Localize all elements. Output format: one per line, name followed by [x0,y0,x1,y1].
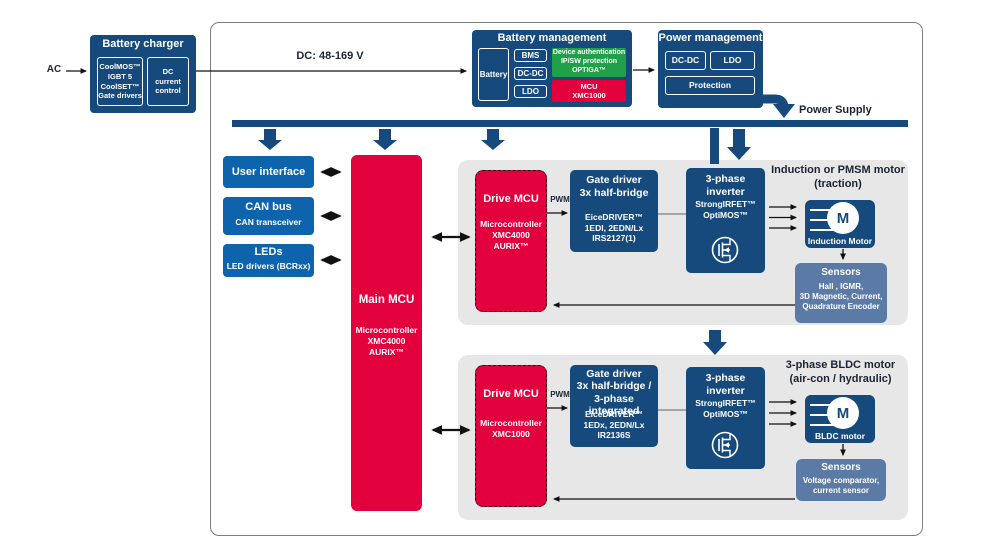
sensors-title: Sensors [821,267,861,278]
power-supply-bus [232,120,908,355]
down-block-arrow-icon [481,129,505,150]
winding-line [810,209,836,211]
leds-subtitle: LED drivers (BCRxx) [226,261,311,271]
sensors-subtitle: Voltage comparator, current sensor [802,476,880,495]
power-management-box: Power management DC-DC LDO Protection [658,30,763,108]
can-bus-title: CAN bus [245,201,292,213]
power-drop-bar [710,128,719,164]
motor-label: Induction Motor [807,236,873,246]
can-bus-box: CAN bus CAN transceiver [223,197,314,235]
sensors-box-bldc: Sensors Voltage comparator, current sens… [796,459,886,501]
motor-icon: M [827,202,859,234]
inverter-title: 3-phase inverter [705,173,746,199]
winding-line [810,219,836,221]
motor-box-traction: M Induction Motor [805,200,875,248]
drive-mcu-title: Drive MCU [483,388,539,400]
winding-line [810,424,836,426]
traction-heading: Induction or PMSM motor (traction) [771,164,905,191]
bidirectional-arrows [320,167,471,435]
pwm-label-traction: PWM [550,195,570,204]
charger-switches-box: CoolMOS™ IGBT 5 CoolSET™ Gate drivers [97,57,143,106]
power-supply-label: Power Supply [799,104,872,116]
mosfet-icon [711,236,739,264]
sensors-box-traction: Sensors Hall , IGMR, 3D Magnetic, Curren… [795,263,887,323]
main-mcu-title: Main MCU [358,294,415,306]
leds-box: LEDs LED drivers (BCRxx) [223,244,314,277]
drive-mcu-title: Drive MCU [483,193,539,205]
motor-icon: M [827,397,859,429]
sensors-subtitle: Hall , IGMR, 3D Magnetic, Current, Quadr… [799,282,883,311]
gate-driver-title: Gate driver 3x half-bridge / 3-phase int… [576,368,652,418]
inverter-subtitle: StrongIRFET™ OptiMOS™ [695,199,756,220]
down-block-arrow-icon [373,129,397,150]
gate-driver-subtitle: EiceDRIVER™ 1EDx, 2EDN/Lx IR2136S [583,409,645,441]
power-management-to-bus-arrow [756,94,795,118]
mosfet-icon [711,431,739,459]
down-block-arrow-icon [727,129,751,160]
gate-driver-box-bldc: Gate driver 3x half-bridge / 3-phase int… [570,365,658,447]
down-block-arrow-icon [258,129,282,150]
pm-dcdc-box: DC-DC [665,51,706,70]
inverter-box-bldc: 3-phase inverter StrongIRFET™ OptiMOS™ [686,367,765,469]
can-bus-subtitle: CAN transceiver [235,217,302,227]
dc-link-label: DC: 48-169 V [296,50,364,62]
gate-driver-box-traction: Gate driver 3x half-bridge EiceDRIVER™ 1… [570,170,658,252]
inverter-title: 3-phase inverter [705,372,746,398]
sensors-title: Sensors [821,462,861,473]
driver-to-inverter-links [658,213,686,411]
inverter-subtitle: StrongIRFET™ OptiMOS™ [695,398,756,419]
battery-box: Battery [478,48,509,101]
protection-box: Protection [665,76,755,95]
winding-line [810,404,836,406]
battery-management-box: Battery management Battery BMS DC-DC LDO… [472,30,632,107]
device-authentication-box: Device authentication IP/SW protection O… [552,48,626,77]
drive-mcu-subtitle: Microcontroller XMC1000 [480,418,542,440]
drive-mcu-subtitle: Microcontroller XMC4000 AURIX™ [480,219,542,252]
motor-box-bldc: M BLDC motor [805,395,875,443]
user-interface-box: User interface [223,156,314,188]
winding-line [810,414,836,416]
drive-mcu-box-bldc: Drive MCU Microcontroller XMC1000 [475,365,547,507]
signal-arrows [66,67,846,502]
motor-label: BLDC motor [814,431,866,441]
power-management-title: Power management [658,32,763,44]
bm-ldo-box: LDO [514,85,547,98]
main-mcu-subtitle: Microcontroller XMC4000 AURIX™ [355,325,418,358]
ac-label: AC [46,64,62,75]
bms-box: BMS [514,49,547,62]
pwm-label-bldc: PWM [550,390,570,399]
bldc-heading: 3-phase BLDC motor (air-con / hydraulic) [785,359,896,386]
bm-dcdc-box: DC-DC [514,67,547,80]
winding-line [810,229,836,231]
battery-charger-title: Battery charger [102,38,184,50]
down-block-arrow-icon [703,330,727,355]
dc-current-control-box: DC current control [147,57,189,106]
inverter-box-traction: 3-phase inverter StrongIRFET™ OptiMOS™ [686,168,765,273]
system-boundary [210,22,923,536]
main-mcu-box: Main MCU Microcontroller XMC4000 AURIX™ [351,155,422,511]
battery-management-title: Battery management [497,32,607,44]
pm-ldo-box: LDO [710,51,755,70]
battery-charger-box: Battery charger CoolMOS™ IGBT 5 CoolSET™… [90,35,196,113]
leds-title: LEDs [254,246,283,258]
gate-driver-subtitle: EiceDRIVER™ 1EDI, 2EDN/Lx IRS2127(1) [584,212,644,244]
drive-mcu-box-traction: Drive MCU Microcontroller XMC4000 AURIX™ [475,170,547,312]
gate-driver-title: Gate driver 3x half-bridge [579,174,649,199]
bm-mcu-box: MCU XMC1000 [552,80,626,102]
